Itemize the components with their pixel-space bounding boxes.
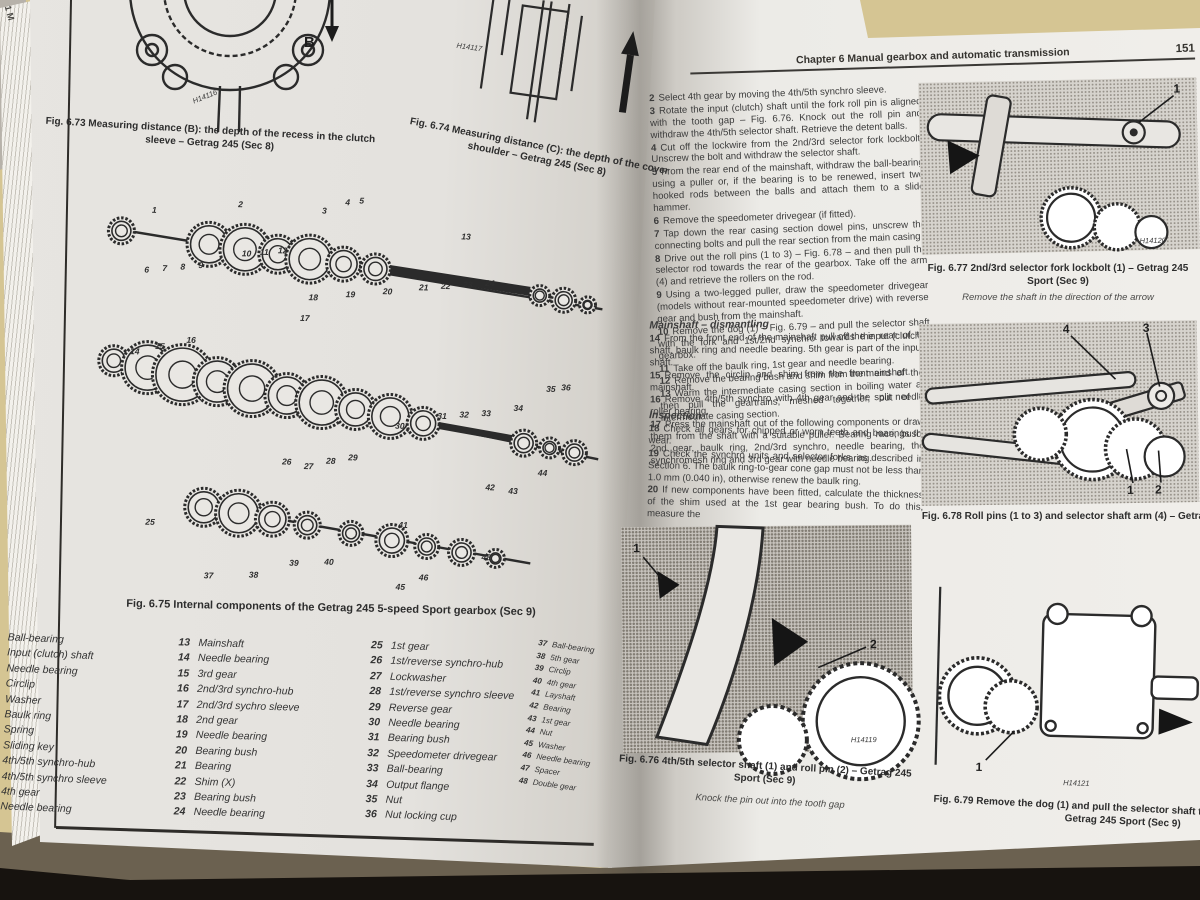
- part-number-label: 32: [459, 409, 470, 420]
- direction-arrow-icon: [657, 570, 680, 599]
- part-number-label: 12: [277, 245, 288, 256]
- page-number: 151: [1175, 42, 1195, 56]
- part-number-label: 20: [382, 286, 393, 297]
- figure-callout-number: 1: [975, 759, 983, 774]
- part-number-label: 25: [145, 516, 155, 527]
- part-number-label: 31: [437, 410, 447, 422]
- figure-code: H14121: [1063, 778, 1090, 788]
- part-number-label: 24: [484, 278, 495, 289]
- part-number-label: 6: [144, 264, 150, 275]
- fig-6-74-drawing: H14117: [409, 0, 660, 183]
- part-number-label: 3: [321, 205, 327, 216]
- fig-6-79-drawing: 1 H14121: [917, 552, 1200, 797]
- figure-callout-number: 1: [1126, 482, 1134, 498]
- figure-callout-number: 2: [1154, 482, 1162, 497]
- part-number-label: 23: [462, 279, 473, 290]
- part-number-label: 18: [308, 292, 319, 303]
- dimension-label-b: B: [304, 34, 315, 51]
- part-number-label: 1: [151, 204, 157, 215]
- figure-callout-number: 1: [1173, 81, 1181, 96]
- part-number-label: 11: [259, 246, 269, 257]
- part-number-label: 48: [481, 552, 492, 563]
- direction-arrow-icon: [618, 31, 639, 113]
- part-number-label: 46: [418, 572, 429, 583]
- part-number-label: 42: [485, 482, 496, 493]
- part-number-label: 39: [289, 557, 299, 568]
- section-heading: Mainshaft – dismantling: [649, 318, 769, 332]
- part-number-label: 33: [481, 407, 492, 419]
- direction-arrow-icon: [771, 617, 809, 666]
- fig-6-77-note: Remove the shaft in the direction of the…: [962, 292, 1154, 303]
- part-number-label: 26: [281, 456, 292, 467]
- figure-callout-number: 3: [1142, 320, 1150, 335]
- part-number-label: 16: [186, 334, 197, 345]
- part-number-label: 38: [248, 569, 259, 580]
- part-number-label: 21: [418, 282, 429, 293]
- fig-6-76-plate: 1 2 H14119: [621, 524, 921, 782]
- part-number-label: 43: [508, 485, 518, 497]
- part-number-label: 41: [398, 519, 408, 530]
- part-number-label: 13: [461, 231, 471, 242]
- part-number-label: 44: [537, 467, 548, 478]
- part-number-label: 9: [198, 260, 204, 271]
- dimension-arrow-icon: [325, 0, 339, 42]
- left-page: [30, 0, 660, 868]
- part-number-label: 5: [359, 195, 365, 206]
- part-number-label: 19: [345, 289, 356, 300]
- figure-code: H14119: [850, 735, 877, 745]
- part-number-label: 28: [325, 455, 336, 466]
- figure-code: H14120: [1139, 235, 1166, 246]
- part-number-label: 36: [561, 382, 571, 393]
- fig-6-77-caption: Fig. 6.77 2nd/3rd selector fork lockbolt…: [927, 263, 1189, 287]
- fig-6-78-caption: Fig. 6.78 Roll pins (1 to 3) and selecto…: [921, 511, 1200, 522]
- part-number-label: 15: [155, 340, 165, 352]
- figure-callout-number: 2: [869, 637, 877, 652]
- figure-callout-number: 4: [1062, 321, 1070, 336]
- part-number-label: 22: [440, 280, 451, 292]
- part-number-label: 17: [299, 312, 310, 324]
- part-number-label: 34: [513, 402, 524, 414]
- part-number-label: 35: [546, 383, 556, 395]
- part-number-label: 45: [395, 581, 406, 592]
- part-number-label: 10: [241, 248, 252, 259]
- part-number-label: 37: [203, 570, 214, 581]
- direction-arrow-icon: [947, 140, 980, 175]
- part-number-label: 40: [324, 556, 334, 567]
- figure-callout-number: 1: [633, 541, 640, 556]
- part-number-label: 29: [348, 452, 358, 463]
- part-number-label: 4: [345, 197, 351, 208]
- part-number-label: 7: [162, 263, 168, 274]
- part-number-label: 27: [303, 461, 314, 472]
- direction-arrow-icon: [1158, 708, 1193, 735]
- fig-6-73-drawing: B H14116: [112, 0, 347, 133]
- fig-6-78-plate: 4 3 1 2: [918, 320, 1200, 506]
- fig-6-77-plate: 1 H14120: [918, 77, 1200, 255]
- part-number-label: 2: [238, 199, 244, 210]
- part-number-label: 14: [129, 346, 140, 357]
- part-number-label: 8: [180, 261, 186, 272]
- part-number-label: 30: [394, 420, 405, 431]
